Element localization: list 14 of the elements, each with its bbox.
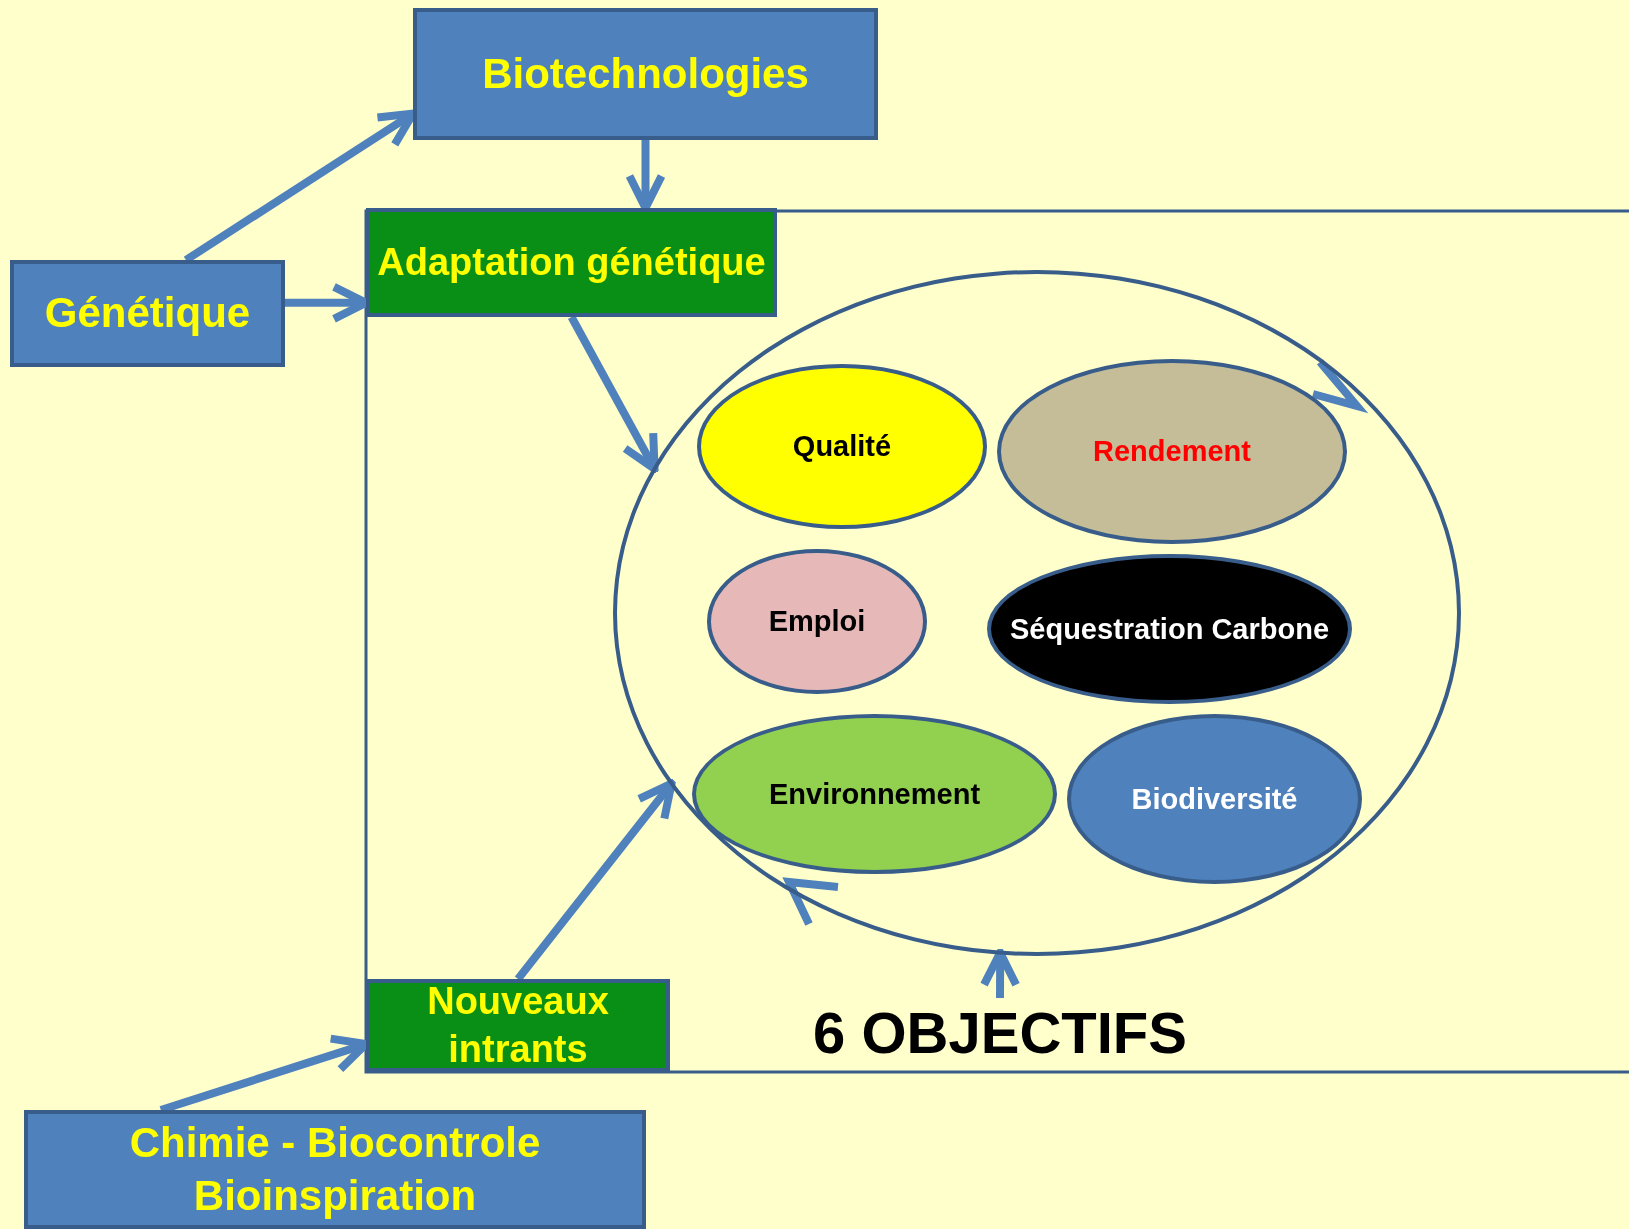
- process-box: Biotechnologies: [413, 8, 878, 140]
- arrow: [568, 315, 659, 473]
- process-box: Génétique: [10, 260, 285, 367]
- objective-ellipse: Qualité: [697, 364, 987, 529]
- process-box: Chimie - Biocontrole Bioinspiration: [24, 1110, 646, 1229]
- objective-ellipse: Emploi: [707, 549, 927, 694]
- objective-ellipse: Biodiversité: [1067, 714, 1362, 884]
- objective-ellipse: Environnement: [692, 714, 1057, 874]
- heading-text: 6 OBJECTIFS: [810, 998, 1190, 1068]
- objective-ellipse: Séquestration Carbone: [987, 554, 1352, 704]
- arrow: [514, 779, 676, 982]
- process-box: Adaptation génétique: [366, 208, 777, 317]
- process-box: Nouveaux intrants: [366, 979, 670, 1072]
- objective-ellipse: Rendement: [997, 359, 1347, 544]
